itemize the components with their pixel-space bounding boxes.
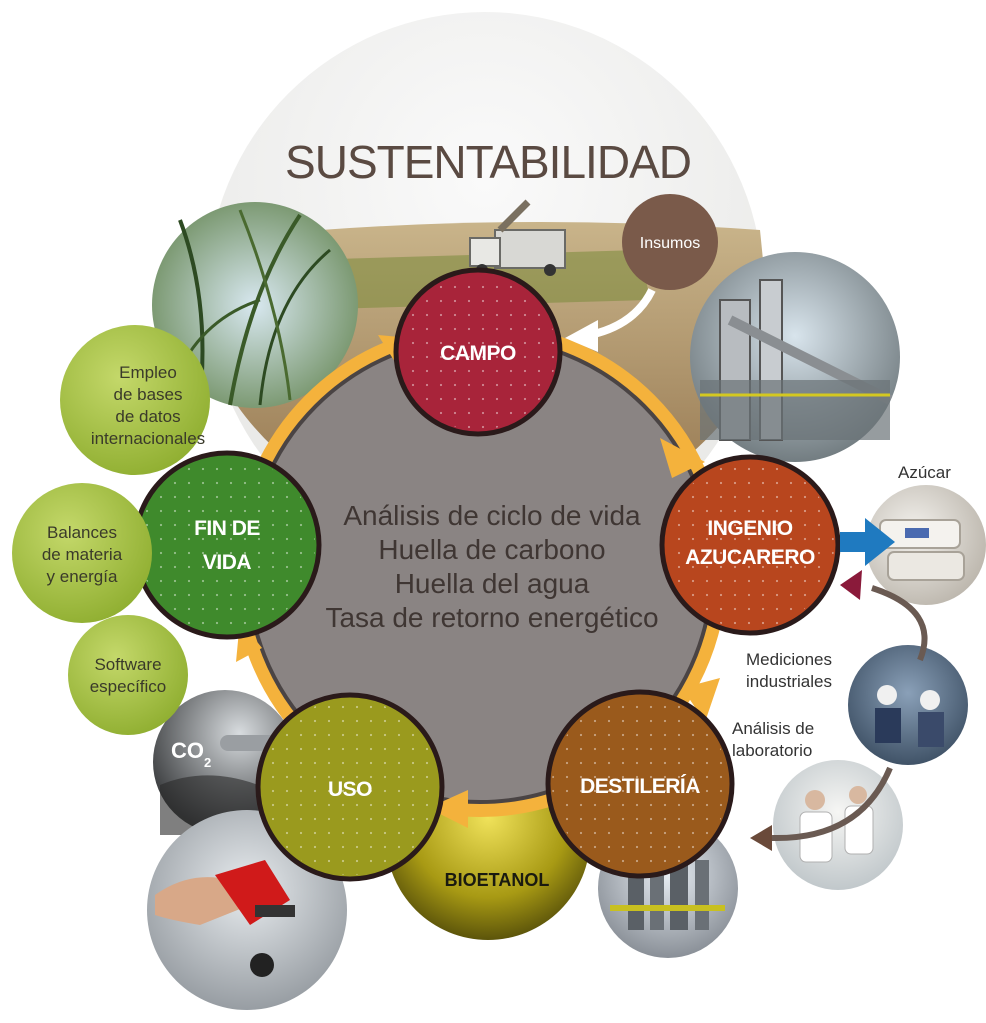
sugarcane-image [152,202,358,408]
industrial-workers-image [848,645,968,765]
insumos-circle[interactable]: Insumos [622,194,718,290]
software-line-1: Software [94,655,161,674]
co2-label: CO2 [171,738,211,770]
azucar-label: Azúcar [898,463,951,482]
node-campo-label: CAMPO [440,342,516,365]
harvester-image [469,199,566,276]
maroon-arrow-icon [840,570,928,662]
node-uso-label: USO [328,778,372,801]
analisis-line-1: Análisis de [732,719,814,738]
balances-line-1: Balances [47,523,117,542]
bioethanol-label: BIOETANOL [445,870,550,890]
sugar-mill-image [690,252,900,462]
center-line-2: Huella de carbono [378,534,605,565]
empleo-line-4: internacionales [91,429,205,448]
green-circle-empleo[interactable]: Empleo de bases de datos internacionales [60,325,210,475]
diagram-title: SUSTENTABILIDAD [285,136,691,188]
node-uso[interactable]: USO [255,692,445,882]
empleo-line-1: Empleo [119,363,177,382]
white-arrow-icon [565,288,656,352]
insumos-label: Insumos [640,235,700,252]
software-line-2: específico [90,677,167,696]
node-fin-de-vida-label-2: VIDA [203,551,252,574]
node-fin-de-vida-label-1: FIN DE [194,517,260,540]
node-destileria-label: DESTILERÍA [580,775,700,798]
brown-arrow-icon [750,766,893,851]
center-line-1: Análisis de ciclo de vida [343,500,641,531]
node-fin-de-vida[interactable]: FIN DE VIDA [132,450,322,640]
node-ingenio-label-1: INGENIO [707,517,792,540]
analisis-line-2: laboratorio [732,741,812,760]
mediciones-line-1: Mediciones [746,650,832,669]
empleo-line-3: de datos [115,407,180,426]
balances-line-3: y energía [47,567,118,586]
balances-line-2: de materia [42,545,123,564]
node-ingenio[interactable]: INGENIO AZUCARERO [659,454,841,636]
blue-arrow-icon [840,518,895,566]
center-line-3: Huella del agua [395,568,590,599]
mediciones-line-2: industriales [746,672,832,691]
green-circle-balances[interactable]: Balances de materia y energía [12,483,152,623]
node-campo[interactable]: CAMPO [393,267,563,437]
center-line-4: Tasa de retorno energético [325,602,658,633]
green-circle-software[interactable]: Software específico [68,615,188,735]
sugar-bags-image [866,485,986,605]
empleo-line-2: de bases [114,385,183,404]
node-ingenio-label-2: AZUCARERO [685,546,815,569]
node-destileria[interactable]: DESTILERÍA [545,689,735,879]
